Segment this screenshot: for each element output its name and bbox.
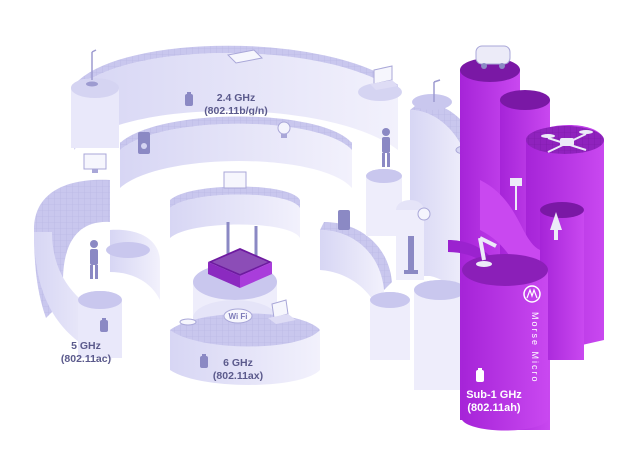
camera-icon: [510, 178, 522, 210]
person-icon: [382, 128, 390, 167]
tv-icon: [83, 153, 107, 173]
robot-arm-icon: [404, 236, 418, 274]
band-label-6ghz: 6 GHz (802.11ax): [200, 354, 263, 382]
brand-name: Morse Micro: [530, 312, 540, 384]
band-label-2-4ghz: 2.4 GHz (802.11b/g/n): [185, 92, 268, 117]
battery-icon: [100, 318, 108, 332]
band-sub1ghz-standard: (802.11ah): [467, 402, 521, 414]
lamp-icon: [550, 212, 562, 240]
arc-2-4ghz: [71, 44, 402, 150]
arc-right-inner: [320, 222, 410, 360]
arc-inner: [170, 186, 300, 238]
speaker-icon: [338, 210, 350, 230]
bulb-icon: [179, 318, 197, 326]
car-icon: [475, 45, 511, 69]
band-5ghz-name: 5 GHz: [71, 340, 101, 352]
pillars-sub1ghz: [448, 58, 604, 431]
laptop-icon: [226, 49, 264, 64]
wifi-badge-text: Wi Fi: [228, 312, 247, 321]
band-2-4ghz-standard: (802.11b/g/n): [204, 105, 268, 117]
battery-icon: [200, 354, 208, 368]
person-icon: [90, 240, 98, 279]
logo-icon: [523, 285, 541, 303]
band-2-4ghz-name: 2.4 GHz: [217, 92, 256, 104]
lamp-icon: [86, 49, 98, 87]
band-label-5ghz: 5 GHz (802.11ac): [61, 318, 111, 365]
arc-5ghz: [34, 179, 160, 360]
battery-icon: [185, 92, 193, 106]
robot-arm-icon: [476, 236, 497, 267]
laptop-icon: [370, 65, 398, 90]
router-icon: [208, 222, 272, 288]
lamp-icon: [433, 79, 441, 102]
bulb-icon: [417, 207, 431, 221]
band-6ghz-standard: (802.11ax): [213, 370, 263, 382]
arc-middle: [119, 115, 353, 188]
bulb-icon: [277, 121, 291, 138]
band-6ghz-name: 6 GHz: [223, 357, 253, 369]
speaker-icon: [138, 132, 150, 154]
band-sub1ghz-name: Sub-1 GHz: [466, 389, 522, 401]
tv-icon: [223, 171, 247, 189]
wifi-badge-icon: Wi Fi: [223, 308, 253, 324]
drone-icon: [541, 130, 593, 153]
band-5ghz-standard: (802.11ac): [61, 353, 111, 365]
band-label-sub1ghz: Sub-1 GHz (802.11ah): [466, 368, 522, 414]
laptop-icon: [268, 299, 296, 324]
battery-icon: [476, 368, 484, 382]
